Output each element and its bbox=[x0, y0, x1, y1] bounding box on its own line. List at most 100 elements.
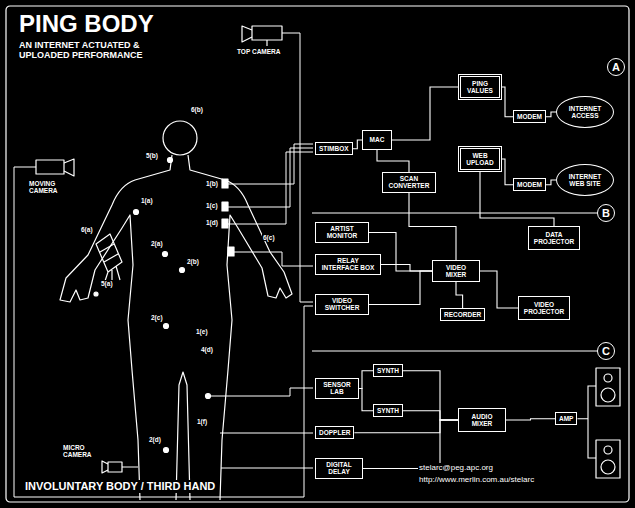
device-box: MAC bbox=[362, 130, 392, 150]
device-box: AUDIO MIXER bbox=[458, 408, 506, 432]
device-box: AMP bbox=[555, 412, 577, 425]
connector bbox=[353, 140, 362, 149]
device-box: MODEM bbox=[513, 110, 546, 123]
connector bbox=[392, 87, 458, 140]
electrode-pad bbox=[94, 158, 234, 453]
node-text: WEB UPLOAD bbox=[464, 152, 496, 167]
callout-number: 2(b) bbox=[186, 258, 200, 265]
device-box: VIDEO SWITCHER bbox=[315, 294, 369, 315]
node-text: AUDIO MIXER bbox=[462, 413, 502, 428]
callout-number: 5(b) bbox=[145, 152, 159, 159]
camera-label: MOVING CAMERA bbox=[28, 180, 70, 195]
connector bbox=[506, 419, 555, 420]
connector bbox=[381, 264, 432, 271]
connector bbox=[359, 388, 373, 410]
node-text: DATA PROJECTOR bbox=[532, 231, 576, 246]
connector bbox=[480, 172, 554, 226]
node-text: SYNTH bbox=[377, 407, 399, 414]
monitor-box: PING VALUES bbox=[458, 74, 502, 100]
connector bbox=[546, 180, 556, 185]
connector bbox=[480, 271, 518, 308]
callout-number: 1(c) bbox=[205, 202, 219, 209]
camera-label: MICRO CAMERA bbox=[62, 444, 104, 459]
connector bbox=[359, 371, 373, 389]
camera-label: TOP CAMERA bbox=[236, 48, 281, 55]
third-hand bbox=[96, 234, 122, 284]
callout-number: 6(a) bbox=[80, 226, 94, 233]
node-text: ARTIST MONITOR bbox=[319, 225, 365, 240]
node-text: SENSOR LAB bbox=[319, 381, 355, 396]
node-text: STIMBOX bbox=[319, 145, 349, 152]
callout-number: 6(b) bbox=[190, 106, 204, 113]
connector bbox=[403, 411, 458, 420]
section-circle: A bbox=[607, 58, 625, 76]
node-text: DIGITAL DELAY bbox=[319, 461, 359, 476]
internet-ellipse: INTERNET ACCESS bbox=[556, 96, 614, 128]
micro-camera bbox=[102, 461, 122, 473]
monitor-box: WEB UPLOAD bbox=[458, 146, 502, 172]
node-text: MODEM bbox=[517, 181, 542, 188]
callout-number: 1(e) bbox=[195, 328, 209, 335]
moving-camera bbox=[36, 159, 74, 176]
connector bbox=[502, 87, 513, 117]
callout-number: 5(a) bbox=[100, 280, 114, 287]
callout-number: 1(d) bbox=[205, 219, 219, 226]
callout-number: 4(d) bbox=[200, 346, 214, 353]
node-text: B bbox=[602, 207, 610, 220]
connector bbox=[409, 193, 456, 260]
device-box: MODEM bbox=[513, 178, 546, 191]
device-box: DIGITAL DELAY bbox=[315, 458, 363, 479]
device-box: ARTIST MONITOR bbox=[315, 222, 369, 243]
device-box: RELAY INTERFACE BOX bbox=[315, 254, 381, 275]
head bbox=[163, 121, 197, 155]
device-box: VIDEO PROJECTOR bbox=[518, 296, 570, 320]
node-text: MODEM bbox=[517, 113, 542, 120]
device-box: DATA PROJECTOR bbox=[528, 226, 580, 250]
connector bbox=[403, 371, 458, 420]
connector bbox=[456, 282, 463, 308]
body-wire bbox=[14, 33, 313, 497]
device-box: SYNTH bbox=[373, 364, 403, 377]
speaker bbox=[596, 368, 620, 478]
top-camera bbox=[242, 26, 282, 46]
device-box: SCAN CONVERTER bbox=[382, 172, 436, 193]
node-text: PING VALUES bbox=[464, 80, 496, 95]
callout-number: 2(a) bbox=[150, 240, 164, 247]
callout-number: 1(f) bbox=[196, 418, 208, 425]
node-text: DOPPLER bbox=[319, 429, 350, 436]
node-text: A bbox=[612, 61, 620, 74]
callout-number: 6(c) bbox=[262, 234, 276, 241]
node-text: INTERNET ACCESS bbox=[563, 105, 607, 120]
callout-number: 2(d) bbox=[148, 436, 162, 443]
section-divider bbox=[312, 213, 606, 351]
contact-email: stelarc@peg.apc.org bbox=[418, 463, 494, 472]
device-box: DOPPLER bbox=[315, 426, 354, 439]
node-text: RELAY INTERFACE BOX bbox=[319, 257, 377, 272]
connector bbox=[369, 271, 432, 304]
callout-number: 2(c) bbox=[150, 314, 164, 321]
internet-ellipse: INTERNET WEB SITE bbox=[556, 164, 614, 196]
contact-url: http://www.merlin.com.au/stelarc bbox=[418, 475, 535, 484]
node-text: SCAN CONVERTER bbox=[386, 175, 432, 190]
device-box: SYNTH bbox=[373, 404, 403, 417]
section-circle: C bbox=[597, 342, 615, 360]
node-text: C bbox=[602, 345, 610, 358]
connector bbox=[354, 420, 458, 433]
device-box: STIMBOX bbox=[315, 142, 353, 155]
node-text: VIDEO MIXER bbox=[436, 264, 476, 279]
footer-title: INVOLUNTARY BODY / THIRD HAND bbox=[24, 480, 216, 493]
node-text: AMP bbox=[559, 415, 573, 422]
device-box: SENSOR LAB bbox=[315, 378, 359, 399]
device-box: RECORDER bbox=[440, 308, 485, 321]
callout-number: 1(a) bbox=[140, 197, 154, 204]
callout-number: 1(b) bbox=[205, 180, 219, 187]
node-text: VIDEO PROJECTOR bbox=[522, 301, 566, 316]
subtitle: AN INTERNET ACTUATED & UPLOADED PERFORMA… bbox=[18, 40, 148, 61]
node-text: INTERNET WEB SITE bbox=[563, 173, 607, 188]
connector bbox=[377, 150, 409, 172]
node-text: VIDEO SWITCHER bbox=[319, 297, 365, 312]
connector bbox=[546, 112, 556, 117]
diagram-title: PING BODY bbox=[18, 10, 155, 38]
